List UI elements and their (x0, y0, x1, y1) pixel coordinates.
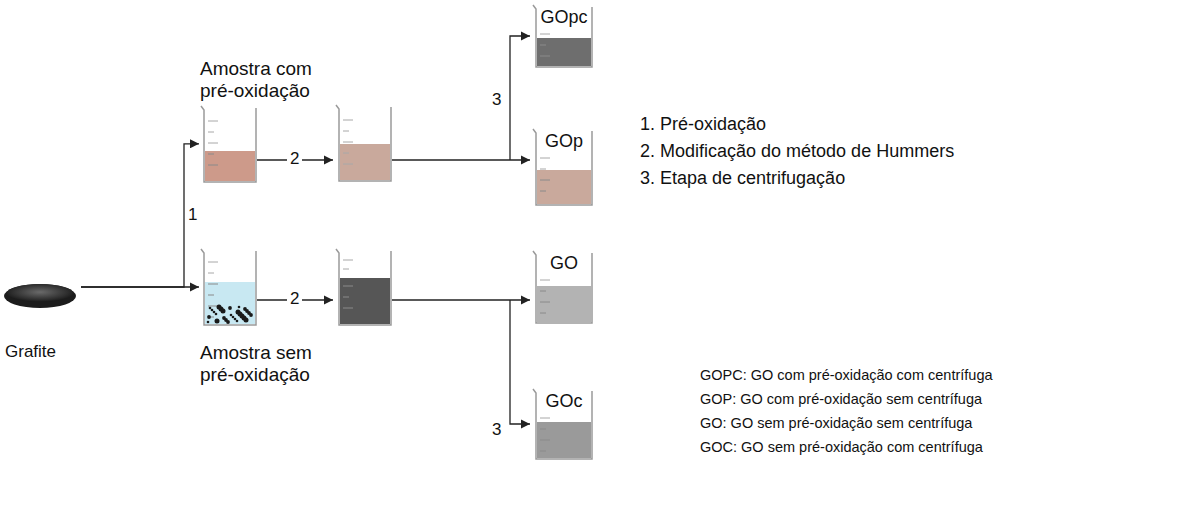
definition-note: GO: GO sem pré-oxidação sem centrífuga (700, 415, 972, 432)
node-caption: Amostra com pré-oxidação (200, 58, 330, 103)
step-number: 1 (188, 205, 197, 225)
step-number: 2 (287, 289, 302, 309)
definition-note: GOP: GO com pré-oxidação sem centrífuga (700, 391, 982, 408)
beaker-label: GO (532, 250, 596, 274)
definition-note: GOC: GO sem pré-oxidação com centrífuga (700, 439, 983, 456)
key-item: 2. Modificação do método de Hummers (640, 141, 954, 162)
key-item: 1. Pré-oxidação (640, 114, 766, 135)
step-number: 3 (489, 90, 504, 110)
graphite-dish-illustration (2, 272, 78, 312)
beaker-label: GOp (532, 128, 596, 152)
product-beaker: GO (532, 250, 596, 324)
node-caption: Grafite (2, 342, 80, 362)
definition-note: GOPC: GO com pré-oxidação com centrífuga (700, 367, 993, 384)
beaker-illustration (336, 105, 391, 181)
step-number: 3 (489, 420, 504, 440)
beaker-illustration (200, 105, 260, 183)
product-beaker: GOpc (532, 4, 596, 68)
beaker-label: GOc (532, 388, 596, 412)
node-caption: Amostra sem pré-oxidação (200, 342, 330, 387)
product-beaker: GOp (532, 128, 596, 206)
beaker-illustration (200, 248, 260, 326)
graphite-dish: Grafite (2, 272, 80, 362)
process-arrow (81, 144, 199, 287)
key-item: 3. Etapa de centrifugação (640, 168, 845, 189)
product-beaker: GOc (532, 388, 596, 460)
step-number: 2 (287, 149, 302, 169)
sample-beaker: Amostra sem pré-oxidação (200, 248, 330, 387)
beaker-illustration (336, 249, 391, 325)
sample-beaker: Amostra com pré-oxidação (200, 58, 330, 183)
beaker-label: GOpc (532, 4, 596, 28)
process-arrow (81, 286, 199, 287)
